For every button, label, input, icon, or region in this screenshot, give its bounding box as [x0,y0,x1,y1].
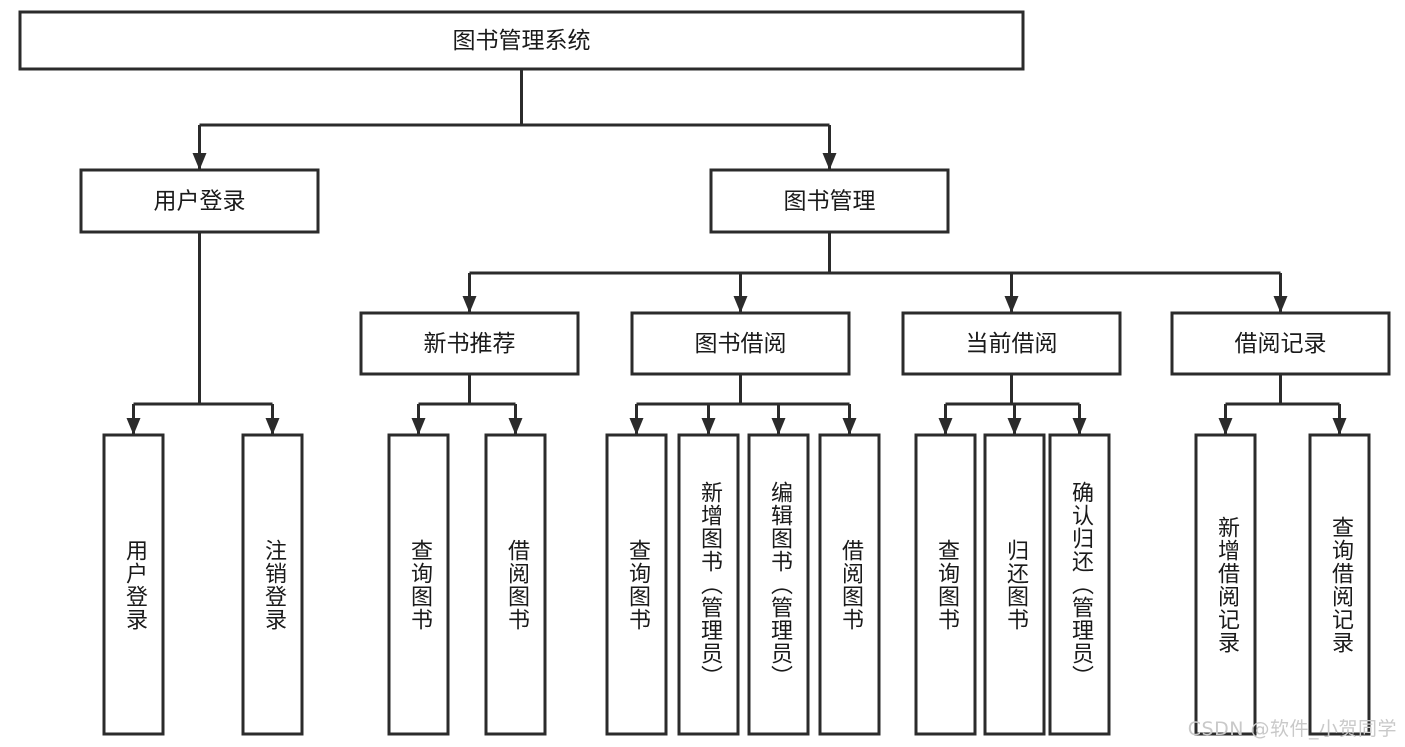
node-book-borrow-box[interactable] [630,311,851,376]
current-borrow-arrow-0 [938,418,953,435]
leaf-leaf-query-book-3-box[interactable] [914,433,977,736]
connector-layer [126,69,1347,435]
leaf-leaf-confirm-return-box[interactable] [1048,433,1111,736]
leaf-leaf-borrow-book-2-box[interactable] [818,433,881,736]
book-borrow-arrow-3 [842,418,857,435]
leaf-leaf-edit-book-box[interactable] [747,433,810,736]
new-book-rec-arrow-1 [508,418,523,435]
leaf-leaf-user-login-box[interactable] [102,433,165,736]
leaf-leaf-borrow-book-1-box[interactable] [484,433,547,736]
node-new-book-rec[interactable]: 新书推荐 [359,311,580,376]
node-current-borrow-box[interactable] [901,311,1122,376]
leaf-leaf-return-book-box[interactable] [983,433,1046,736]
node-book-manage-label: 图书管理 [784,189,876,215]
node-root-label: 图书管理系统 [453,28,591,54]
node-root[interactable]: 图书管理系统 [18,10,1025,71]
node-book-manage[interactable]: 图书管理 [709,168,950,234]
book-manage-arrow-1 [733,296,748,313]
node-book-borrow[interactable]: 图书借阅 [630,311,851,376]
node-user-login-label: 用户登录 [154,189,246,215]
leaf-leaf-query-book-2-box[interactable] [605,433,668,736]
current-borrow-arrow-1 [1007,418,1022,435]
current-borrow-arrow-2 [1072,418,1087,435]
borrow-record-arrow-1 [1332,418,1347,435]
root-arrow-0 [192,153,207,170]
node-borrow-record[interactable]: 借阅记录 [1170,311,1391,376]
borrow-record-arrow-0 [1218,418,1233,435]
node-borrow-record-box[interactable] [1170,311,1391,376]
node-current-borrow-label: 当前借阅 [966,331,1058,357]
node-new-book-rec-box[interactable] [359,311,580,376]
book-borrow-arrow-1 [701,418,716,435]
user-login-arrow-0 [126,418,141,435]
leaf-leaf-logout-box[interactable] [241,433,304,736]
new-book-rec-arrow-0 [411,418,426,435]
node-root-box[interactable] [18,10,1025,71]
leaf-leaf-query-book-1-box[interactable] [387,433,450,736]
book-manage-arrow-3 [1273,296,1288,313]
node-book-manage-box[interactable] [709,168,950,234]
book-borrow-arrow-0 [629,418,644,435]
node-current-borrow[interactable]: 当前借阅 [901,311,1122,376]
node-user-login[interactable]: 用户登录 [79,168,320,234]
book-manage-arrow-0 [462,296,477,313]
node-new-book-rec-label: 新书推荐 [424,331,516,357]
book-manage-arrow-2 [1004,296,1019,313]
book-borrow-arrow-2 [771,418,786,435]
leaf-leaf-add-record-box[interactable] [1194,433,1257,736]
user-login-arrow-1 [265,418,280,435]
watermark-text: CSDN @软件_小贺同学 [1187,718,1397,740]
node-borrow-record-label: 借阅记录 [1235,331,1327,357]
node-user-login-box[interactable] [79,168,320,234]
node-book-borrow-label: 图书借阅 [695,331,787,357]
leaf-leaf-add-book-box[interactable] [677,433,740,736]
leaf-leaf-query-record-box[interactable] [1308,433,1371,736]
root-arrow-1 [822,153,837,170]
